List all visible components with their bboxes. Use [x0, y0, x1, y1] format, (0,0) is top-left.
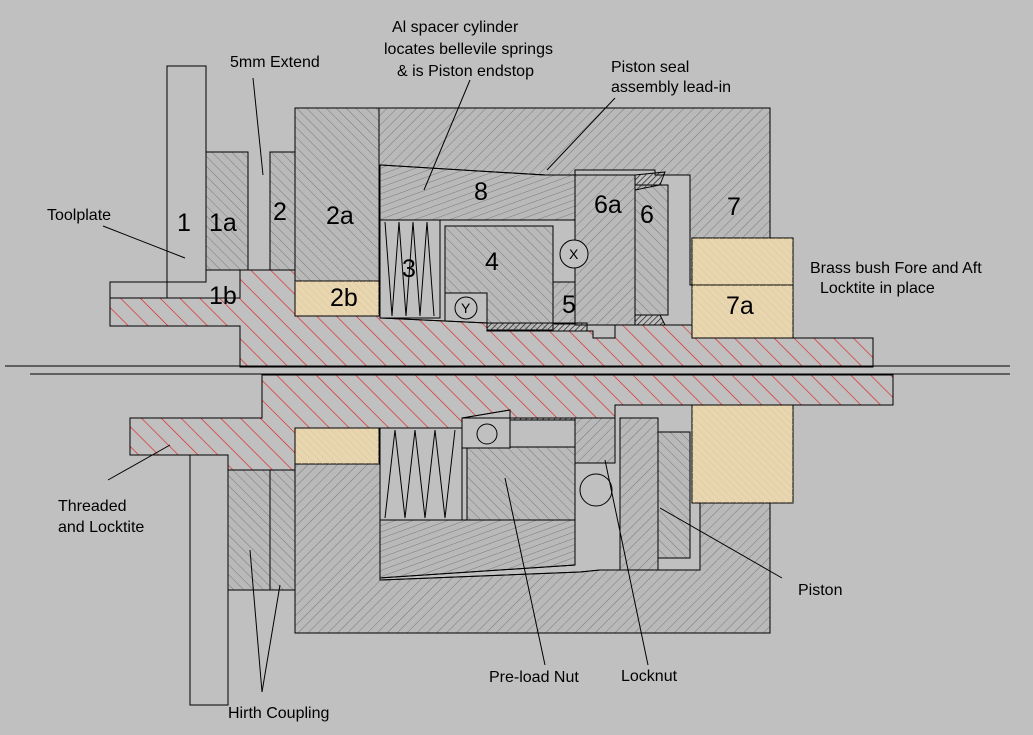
lower-toolplate — [189, 454, 229, 706]
label-piston: Piston — [798, 582, 842, 599]
part-number-7a: 7a — [726, 292, 754, 320]
lower-section — [129, 374, 894, 706]
label-hirth-coupling: Hirth Coupling — [228, 705, 329, 722]
part-1-toolplate — [109, 65, 207, 299]
part-number-8: 8 — [474, 178, 488, 206]
label-toolplate: Toolplate — [47, 207, 111, 224]
label-5mm-extend: 5mm Extend — [230, 54, 320, 71]
part-number-2b: 2b — [330, 284, 358, 312]
label-seal-line2: assembly lead-in — [611, 79, 731, 96]
part-number-1b: 1b — [209, 282, 237, 310]
marker-x: X — [569, 246, 579, 262]
part-number-6: 6 — [640, 201, 654, 229]
part-number-1a: 1a — [209, 209, 237, 237]
label-brass-line1: Brass bush Fore and Aft — [810, 260, 982, 277]
leader-lines — [102, 77, 783, 693]
bearing-x — [559, 239, 589, 269]
lower-bearing-small — [476, 423, 498, 445]
label-spacer-line3: & is Piston endstop — [397, 63, 534, 80]
part-number-5: 5 — [562, 291, 576, 319]
label-threaded-line2: and Locktite — [58, 519, 144, 536]
upper-section — [109, 65, 874, 368]
bearing-y — [454, 296, 478, 320]
part-number-1: 1 — [177, 209, 191, 237]
lower-bearing-large — [579, 473, 613, 507]
seal-strip-upper — [486, 322, 588, 332]
label-seal-line1: Piston seal — [611, 59, 689, 76]
part-number-4: 4 — [485, 248, 499, 276]
label-spacer-line1: Al spacer cylinder — [392, 19, 519, 36]
part-number-6a: 6a — [594, 191, 622, 219]
callout-labels: 5mm Extend Al spacer cylinder locates be… — [47, 19, 982, 722]
label-spacer-line2: locates bellevile springs — [384, 41, 553, 58]
piston-seal-top — [634, 171, 666, 191]
piston-seal-bottom — [634, 314, 666, 326]
part-number-7: 7 — [727, 193, 741, 221]
label-locknut: Locknut — [621, 668, 678, 685]
part-number-2: 2 — [273, 198, 287, 226]
part-number-2a: 2a — [326, 202, 354, 230]
label-threaded-line1: Threaded — [58, 498, 127, 515]
part-numbers: 1 1a 1b 2 2a 2b 3 4 5 6 6a 7 7a 8 X Y — [177, 178, 754, 320]
label-preload-nut: Pre-load Nut — [489, 669, 579, 686]
label-brass-line2: Locktite in place — [820, 280, 935, 297]
marker-y: Y — [461, 300, 471, 316]
part-number-3: 3 — [402, 255, 416, 283]
